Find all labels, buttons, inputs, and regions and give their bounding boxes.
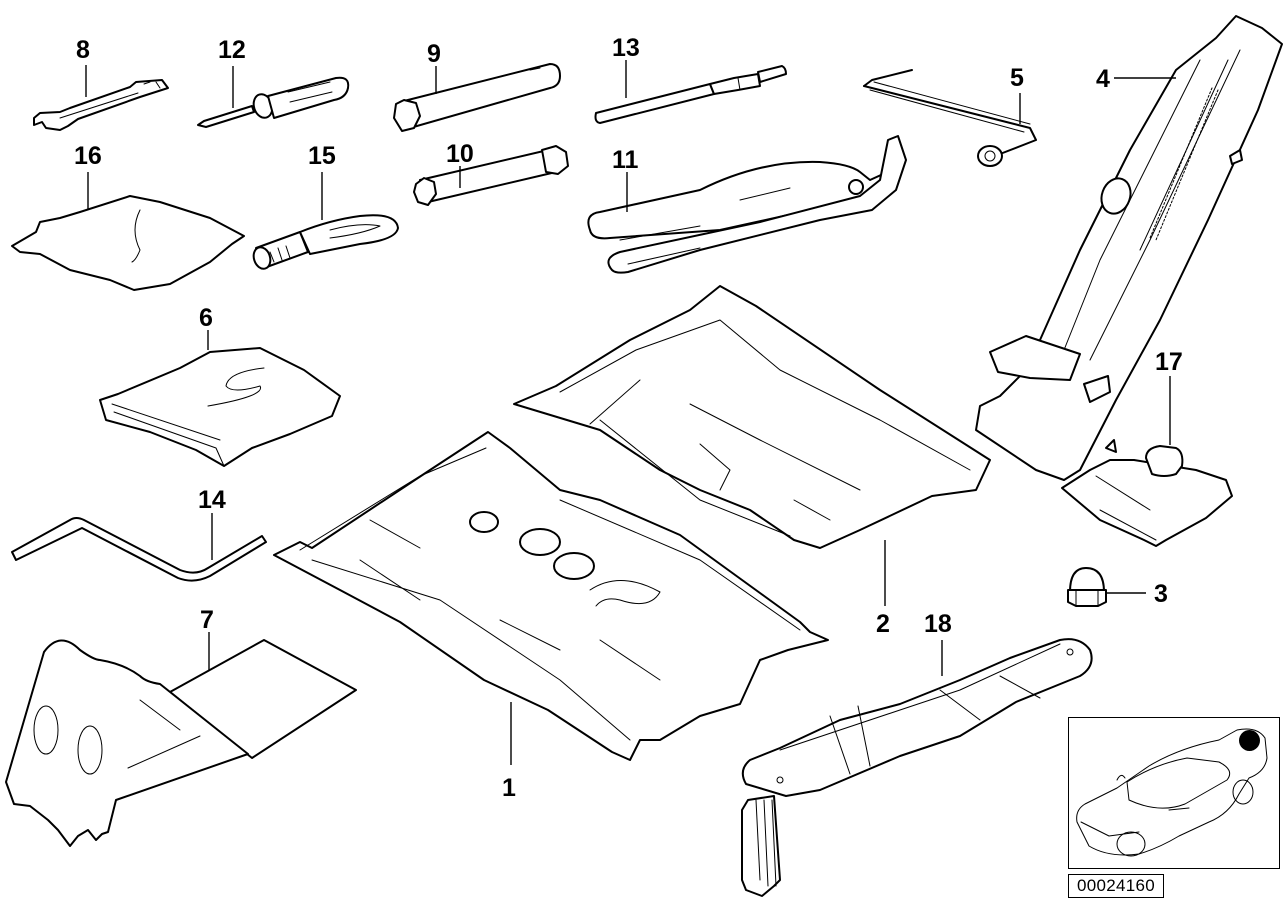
- callout-13[interactable]: 13: [612, 34, 640, 62]
- callout-14[interactable]: 14: [198, 486, 226, 514]
- part-6-gloves-pouch[interactable]: [99, 347, 341, 467]
- part-3-cap-nut[interactable]: [1067, 567, 1107, 607]
- callout-1[interactable]: 1: [502, 774, 516, 802]
- part-11-water-pump-pliers[interactable]: [587, 135, 907, 274]
- part-7-wheel-chock[interactable]: [5, 639, 357, 847]
- diagram-id-label: 00024160: [1068, 874, 1164, 898]
- callout-16[interactable]: 16: [74, 142, 102, 170]
- callout-5[interactable]: 5: [1010, 64, 1024, 92]
- part-14-allen-key[interactable]: [11, 517, 267, 582]
- part-8-open-end-wrench[interactable]: [33, 79, 169, 131]
- part-18-warning-triangle[interactable]: [741, 638, 1093, 897]
- part-4-car-jack[interactable]: [975, 15, 1283, 481]
- callout-18[interactable]: 18: [924, 610, 952, 638]
- callout-3[interactable]: 3: [1154, 580, 1168, 608]
- callout-8[interactable]: 8: [76, 36, 90, 64]
- part-12-screwdriver[interactable]: [197, 76, 350, 128]
- callout-15[interactable]: 15: [308, 142, 336, 170]
- part-15-towing-eye[interactable]: [251, 214, 399, 271]
- vehicle-locator-thumbnail: [1068, 717, 1280, 869]
- callout-11[interactable]: 11: [612, 146, 639, 174]
- car-outline-icon: [1076, 728, 1268, 857]
- callout-4[interactable]: 4: [1096, 65, 1110, 93]
- callout-17[interactable]: 17: [1155, 348, 1183, 376]
- part-16-cloth-bag[interactable]: [11, 195, 245, 291]
- callout-10[interactable]: 10: [446, 140, 474, 168]
- part-17-bracket[interactable]: [1061, 439, 1233, 547]
- part-1-tool-tray-lower[interactable]: [273, 431, 829, 761]
- part-2-tool-tray-upper[interactable]: [513, 285, 991, 549]
- callout-6[interactable]: 6: [199, 304, 213, 332]
- callout-9[interactable]: 9: [427, 40, 441, 68]
- callout-2[interactable]: 2: [876, 610, 890, 638]
- callout-12[interactable]: 12: [218, 36, 246, 64]
- part-13-screwdriver-blade[interactable]: [594, 65, 787, 124]
- callout-7[interactable]: 7: [200, 606, 214, 634]
- part-10-double-box-wrench[interactable]: [413, 145, 569, 206]
- location-marker: [1239, 730, 1260, 751]
- part-9-box-wrench[interactable]: [393, 63, 561, 132]
- part-5-jack-crank[interactable]: [863, 69, 1037, 167]
